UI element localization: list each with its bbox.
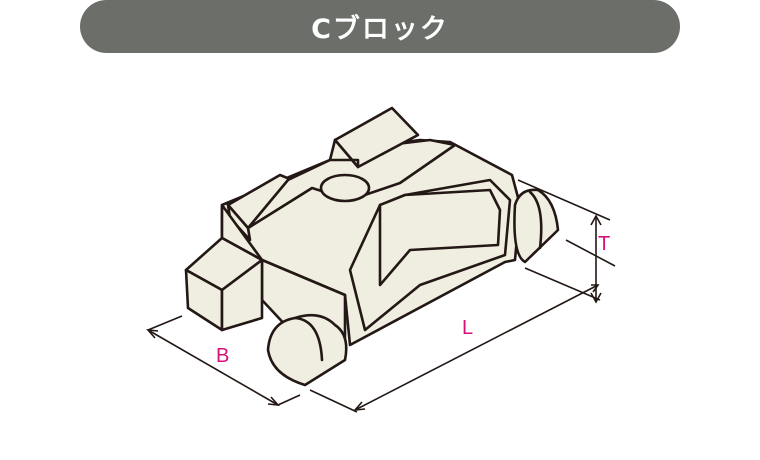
l-extension-left xyxy=(309,389,358,413)
label-b: B xyxy=(216,345,229,367)
right-bump xyxy=(513,188,560,264)
b-extension-right xyxy=(277,394,301,406)
front-bump-inner xyxy=(293,316,324,362)
block-body xyxy=(184,106,560,387)
title-text: Cブロック xyxy=(311,14,449,45)
b-extension-left xyxy=(147,315,183,331)
left-step-side xyxy=(220,258,264,332)
center-hole xyxy=(319,173,371,203)
dimension-lines xyxy=(146,179,616,413)
l-dim-line xyxy=(354,284,599,411)
b-arrow-right xyxy=(267,396,280,406)
top-back-nub-front xyxy=(328,138,360,169)
right-pocket-inner xyxy=(378,188,502,287)
label-l: L xyxy=(462,317,473,339)
front-bump xyxy=(266,313,348,387)
t-extension-bottom xyxy=(565,239,616,267)
t-arrow-top xyxy=(590,214,602,226)
l-arrow-left xyxy=(353,401,366,411)
label-t: T xyxy=(598,233,610,255)
title-bar: Cブロック xyxy=(80,0,680,53)
t-arrow-bottom xyxy=(590,292,602,304)
right-bump-inner xyxy=(528,190,543,250)
l-arrow-right xyxy=(591,284,600,293)
l-extension-right xyxy=(524,267,601,301)
b-arrow-left xyxy=(146,329,159,339)
b-dim-line xyxy=(147,329,279,406)
t-extension-top xyxy=(517,179,611,221)
